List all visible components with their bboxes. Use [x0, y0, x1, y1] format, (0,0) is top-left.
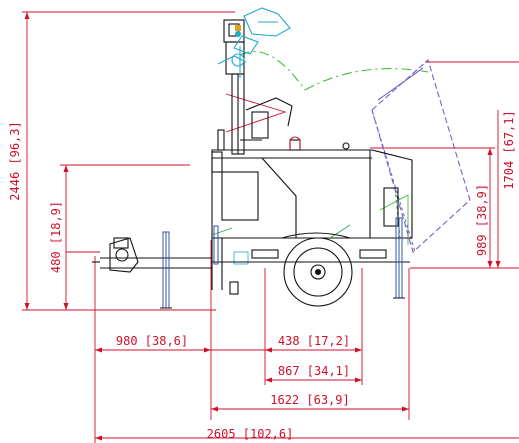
dimension-lines [22, 11, 519, 443]
drawbar [92, 237, 212, 273]
trailer-body [211, 129, 413, 239]
dim-panel-height: 1704 [67,1] [502, 110, 516, 189]
dim-body-length: 1622 [63,9] [270, 393, 349, 407]
support-legs [160, 217, 405, 309]
dim-hitch-height: 480 [18,9] [49, 201, 63, 273]
dim-panel-lower: 989 [38,9] [475, 184, 489, 256]
wheel-assembly [211, 232, 410, 307]
swung-panel [371, 59, 471, 254]
dim-overall-length: 2605 [102,6] [207, 427, 294, 441]
dim-to-axle: 438 [17,2] [278, 334, 350, 348]
body-accents [211, 224, 351, 265]
red-handle [289, 136, 301, 150]
mast-head [217, 7, 291, 78]
dim-drawbar: 980 [38,6] [116, 334, 188, 348]
dim-to-rear-leg: 867 [34,1] [278, 364, 350, 378]
dim-mast-height: 2446 [96,3] [8, 121, 22, 200]
mast [223, 19, 293, 155]
dimension-arrows [24, 12, 501, 441]
